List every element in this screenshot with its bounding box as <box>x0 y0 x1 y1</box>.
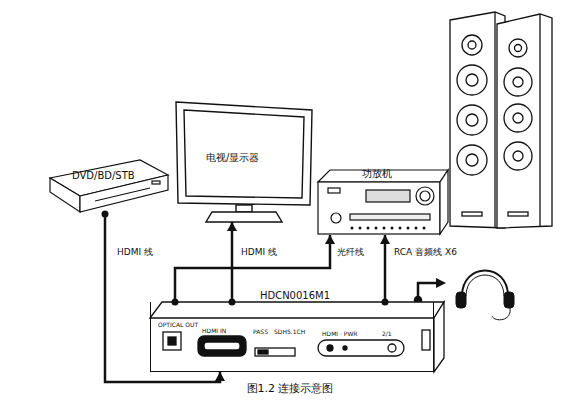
cable-label: HDMI 线 <box>116 248 154 258</box>
panel-label: OPTICAL OUT <box>158 322 198 329</box>
cable-connector <box>227 222 237 306</box>
cable-label: RCA 音频线 X6 <box>393 248 458 258</box>
panel-label: 2/1 <box>382 331 392 338</box>
device-label: 功放机 <box>362 168 392 179</box>
device-label: HDCN0016M1 <box>258 290 332 301</box>
cable-label: HDMI 线 <box>240 248 278 258</box>
cable-connector <box>380 235 390 306</box>
panel-label: SDH <box>274 329 287 336</box>
cable-connector <box>102 211 226 383</box>
device-label: DVD/BD/STB <box>72 170 135 181</box>
device-box: 功放机 <box>318 168 448 235</box>
cable-label: 光纤线 <box>336 248 365 258</box>
cable-connector <box>172 235 336 306</box>
device-box: DVD/BD/STB <box>48 158 170 214</box>
panel-label: HDMI · PWR <box>322 331 358 338</box>
figure-caption: 图1.2 连接示意图 <box>247 381 334 396</box>
panel-label: HDMI IN <box>202 328 226 335</box>
device-label: 电视/显示器 <box>206 152 259 163</box>
device-box: 电视/显示器 <box>176 100 312 222</box>
panel-label: PASS <box>253 329 268 336</box>
panel-label: 5.1CH <box>287 329 305 336</box>
